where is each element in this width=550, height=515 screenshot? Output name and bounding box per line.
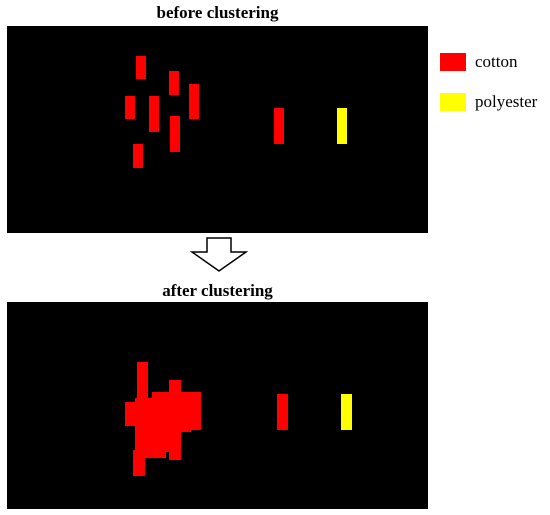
- after-clustering-panel: [7, 302, 428, 509]
- legend-swatch-polyester: [440, 93, 466, 111]
- cotton-block: [135, 398, 157, 454]
- after-clustering-title: after clustering: [162, 281, 273, 300]
- polyester-block: [341, 394, 352, 430]
- legend-swatch-cotton: [440, 53, 466, 71]
- cotton-block: [170, 116, 180, 152]
- cotton-block: [144, 448, 166, 458]
- cotton-block: [136, 56, 146, 79]
- cotton-block: [274, 108, 284, 144]
- down-arrow-icon: [190, 237, 248, 272]
- cotton-block: [189, 84, 199, 119]
- legend-label-polyester: polyester: [475, 92, 538, 111]
- cotton-block: [133, 450, 145, 476]
- cotton-block: [149, 96, 159, 132]
- polyester-block: [337, 108, 347, 144]
- legend-label-cotton: cotton: [475, 52, 518, 71]
- cotton-block: [277, 394, 288, 430]
- cotton-block: [137, 362, 148, 402]
- before-clustering-title: before clustering: [156, 3, 279, 22]
- cotton-block: [133, 144, 143, 168]
- cotton-block: [189, 392, 201, 430]
- cotton-block: [177, 392, 191, 432]
- cotton-block: [125, 96, 135, 119]
- before-clustering-panel: [7, 26, 428, 233]
- cotton-block: [169, 71, 179, 95]
